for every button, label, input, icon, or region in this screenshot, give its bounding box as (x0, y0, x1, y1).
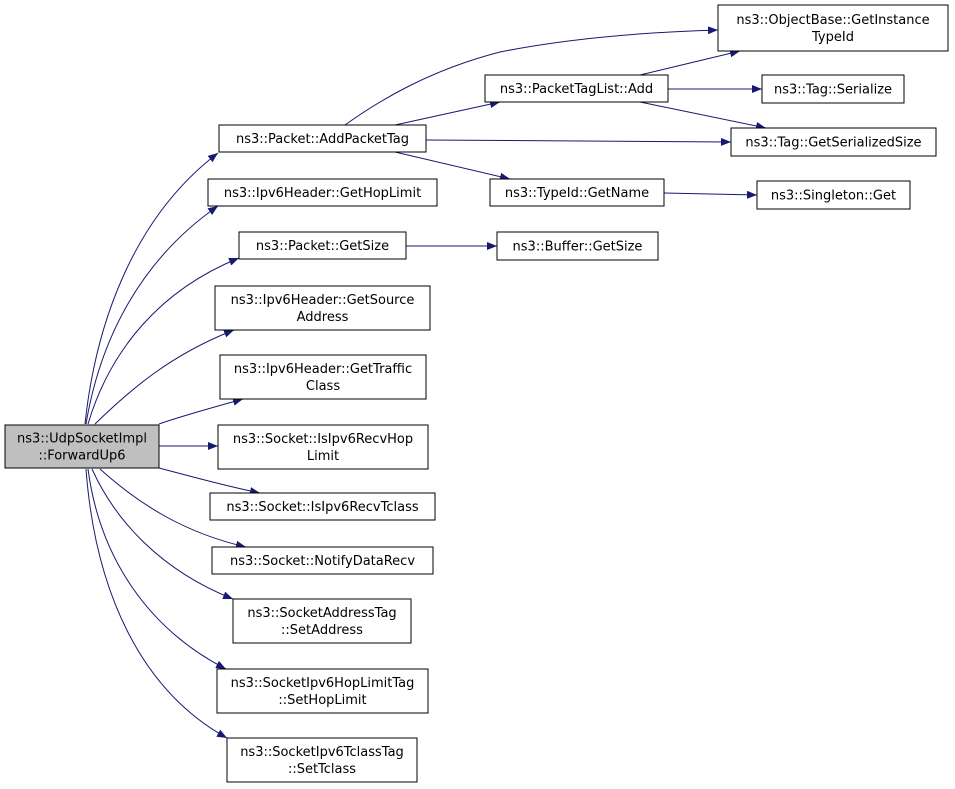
node-box[interactable] (216, 668, 429, 714)
node-label: ns3::Tag::GetSerializedSize (745, 136, 921, 151)
node-label: ns3::Ipv6Header::GetSource (231, 293, 415, 308)
node-label: TypeId (811, 30, 854, 45)
node-label: ns3::UdpSocketImpl (17, 432, 147, 447)
nodes-layer: ns3::UdpSocketImpl::ForwardUp6 ns3::Packe… (4, 4, 949, 783)
node-box[interactable] (761, 74, 905, 104)
node-label: ns3::PacketTagList::Add (500, 82, 653, 97)
edge-addPacketTag-to-tagGetSerializedSize (425, 137, 732, 146)
node-isIpv6RecvTclass[interactable]: ns3::Socket::IsIpv6RecvTclass (209, 492, 436, 521)
edge-typeIdGetName-to-singletonGet (663, 190, 758, 199)
node-label: ns3::Packet::AddPacketTag (236, 132, 409, 147)
edge-root-to-setAddress (91, 468, 234, 600)
node-box[interactable] (218, 124, 427, 153)
edge-root-to-setTclass (85, 468, 228, 739)
node-box[interactable] (238, 231, 407, 260)
edge-root-to-addPacketTag (84, 152, 219, 425)
node-packetGetSize[interactable]: ns3::Packet::GetSize (238, 231, 407, 260)
node-getHopLimit[interactable]: ns3::Ipv6Header::GetHopLimit (207, 178, 438, 207)
edge-addPacketTag-to-typeIdGetName (394, 151, 511, 181)
node-typeIdGetName[interactable]: ns3::TypeId::GetName (489, 178, 665, 207)
node-setAddress[interactable]: ns3::SocketAddressTag::SetAddress (232, 598, 412, 644)
edge-root-to-getTrafficClass (158, 397, 244, 425)
node-box[interactable] (219, 354, 427, 400)
node-label: ns3::SocketIpv6HopLimitTag (231, 676, 415, 691)
node-tagGetSerializedSize[interactable]: ns3::Tag::GetSerializedSize (730, 127, 937, 157)
node-setTclass[interactable]: ns3::SocketIpv6TclassTag::SetTclass (226, 737, 418, 783)
edge-packetTagListAdd-to-getInstanceTypeId (639, 49, 741, 76)
node-label: ::SetAddress (281, 623, 363, 638)
node-box[interactable] (717, 4, 949, 52)
node-label: Address (297, 310, 349, 325)
node-label: ns3::TypeId::GetName (505, 186, 649, 201)
node-label: Class (306, 379, 340, 394)
node-label: ns3::Buffer::GetSize (513, 240, 643, 255)
edge-packetTagListAdd-to-tagGetSerializedSize (639, 101, 767, 130)
edge-root-to-packetGetSize (87, 257, 240, 425)
edge-root-to-notifyDataRecv (99, 468, 247, 549)
node-box[interactable] (756, 180, 911, 210)
edges-layer (84, 26, 767, 739)
edge-root-to-getSourceAddress (94, 329, 235, 425)
node-label: ns3::Socket::IsIpv6RecvHop (233, 432, 413, 447)
node-label: ns3::Ipv6Header::GetTraffic (234, 362, 412, 377)
edge-addPacketTag-to-getInstanceTypeId (344, 26, 719, 126)
node-label: ns3::Socket::IsIpv6RecvTclass (226, 500, 418, 515)
node-addPacketTag[interactable]: ns3::Packet::AddPacketTag (218, 124, 427, 153)
node-box[interactable] (226, 737, 418, 783)
node-label: ns3::Packet::GetSize (256, 239, 389, 254)
node-notifyDataRecv[interactable]: ns3::Socket::NotifyDataRecv (211, 546, 434, 575)
node-label: ns3::SocketIpv6TclassTag (240, 745, 404, 760)
node-box[interactable] (496, 231, 659, 261)
node-box[interactable] (489, 178, 665, 207)
node-label: ::ForwardUp6 (38, 449, 125, 464)
node-label: ns3::Tag::Serialize (774, 83, 892, 98)
node-label: ns3::SocketAddressTag (247, 606, 396, 621)
node-singletonGet[interactable]: ns3::Singleton::Get (756, 180, 911, 210)
node-packetTagListAdd[interactable]: ns3::PacketTagList::Add (484, 74, 669, 103)
node-box[interactable] (232, 598, 412, 644)
node-label: Limit (307, 449, 339, 464)
node-box[interactable] (484, 74, 669, 103)
node-label: ::SetTclass (288, 762, 356, 777)
node-box[interactable] (209, 492, 436, 521)
node-label: ::SetHopLimit (278, 693, 366, 708)
node-box[interactable] (207, 178, 438, 207)
node-box[interactable] (730, 127, 937, 157)
edge-root-to-getHopLimit (85, 205, 219, 425)
node-box[interactable] (217, 424, 429, 470)
edge-root-to-setHopLimit (87, 468, 227, 670)
edge-root-to-isIpv6RecvTclass (158, 467, 261, 495)
node-root[interactable]: ns3::UdpSocketImpl::ForwardUp6 (4, 424, 160, 469)
node-label: ns3::Socket::NotifyDataRecv (230, 554, 415, 569)
edge-addPacketTag-to-packetTagListAdd (394, 100, 501, 126)
node-box[interactable] (214, 285, 431, 331)
node-label: ns3::Ipv6Header::GetHopLimit (224, 186, 421, 201)
node-setHopLimit[interactable]: ns3::SocketIpv6HopLimitTag::SetHopLimit (216, 668, 429, 714)
node-box[interactable] (211, 546, 434, 575)
node-label: ns3::ObjectBase::GetInstance (736, 13, 929, 28)
node-label: ns3::Singleton::Get (771, 189, 896, 204)
node-tagSerialize[interactable]: ns3::Tag::Serialize (761, 74, 905, 104)
node-bufferGetSize[interactable]: ns3::Buffer::GetSize (496, 231, 659, 261)
node-box[interactable] (4, 424, 160, 469)
